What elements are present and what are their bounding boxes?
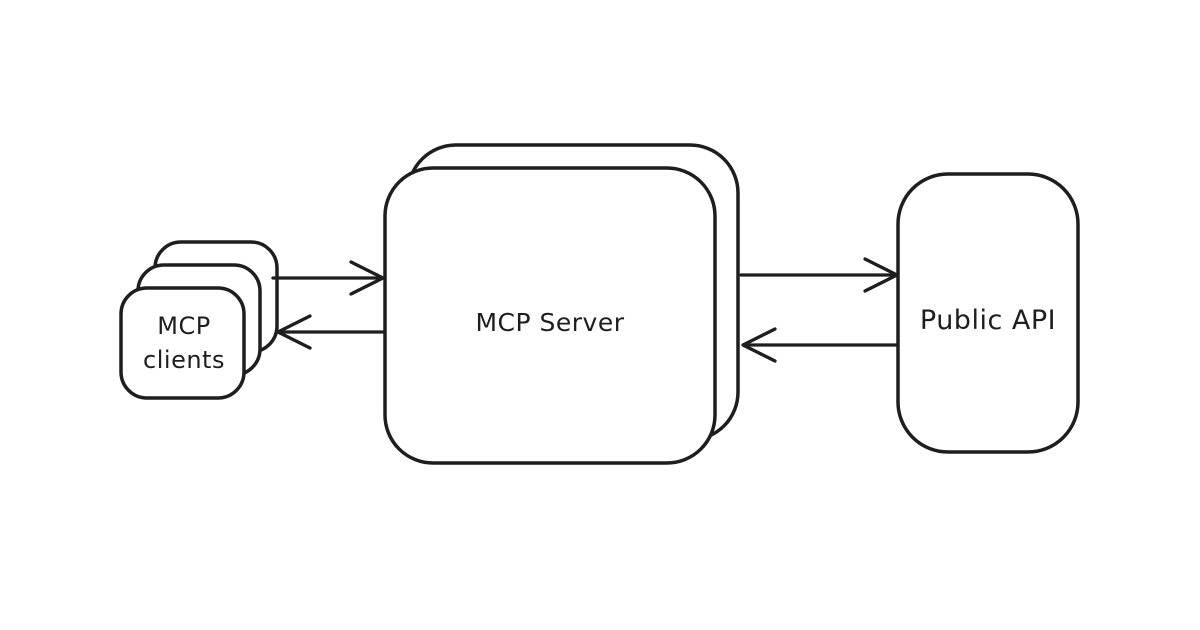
mcp-clients-card-front (119, 286, 246, 400)
node-public-api: Public API (896, 172, 1080, 454)
node-mcp-server: MCP Server (383, 143, 740, 465)
mcp-server-card-front (383, 166, 717, 465)
edge-clients-to-server (271, 260, 385, 296)
mcp-clients-label-line-1: MCP (157, 312, 210, 340)
edge-api-to-server-arrowhead-icon (741, 327, 777, 363)
edge-server-to-api (739, 257, 899, 293)
public-api-label: Public API (920, 305, 1056, 336)
mcp-clients-label-line-2: clients (143, 346, 225, 374)
public-api-card (896, 172, 1080, 454)
node-mcp-clients: MCP clients (119, 240, 279, 400)
edge-server-to-clients (276, 314, 387, 350)
edge-clients-to-server-arrowhead-icon (349, 260, 385, 296)
mcp-server-label: MCP Server (475, 308, 624, 337)
edge-api-to-server (741, 327, 899, 363)
edge-server-to-clients-arrowhead-icon (276, 314, 312, 350)
